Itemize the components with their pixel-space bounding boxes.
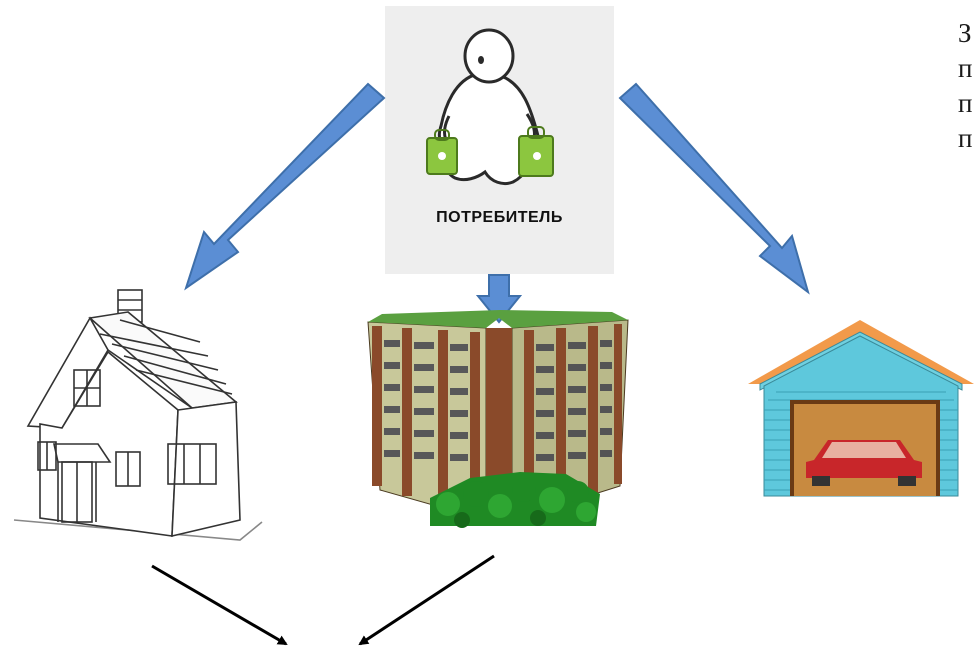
arrow-apartment-down	[358, 554, 495, 646]
side-text-line: п	[958, 53, 973, 83]
side-text-line: п	[958, 88, 973, 118]
side-text-line: п	[958, 123, 973, 153]
consumer-label: ПОТРЕБИТЕЛЬ	[436, 209, 563, 226]
car-icon	[806, 440, 922, 486]
consumer-card: ПОТРЕБИТЕЛЬ	[385, 6, 614, 274]
arrow-to-garage	[618, 82, 810, 295]
garage-icon	[748, 320, 974, 497]
apartment-building-icon	[367, 310, 629, 528]
arrow-to-house	[184, 82, 386, 291]
side-text-line: З	[958, 18, 972, 48]
private-house-icon	[13, 289, 263, 541]
arrow-house-down	[151, 564, 288, 646]
courtyard-trees	[430, 472, 600, 528]
side-text: З п п п	[958, 16, 974, 156]
consumer-figure-icon	[426, 28, 554, 186]
arrow-to-apartment	[475, 274, 523, 324]
